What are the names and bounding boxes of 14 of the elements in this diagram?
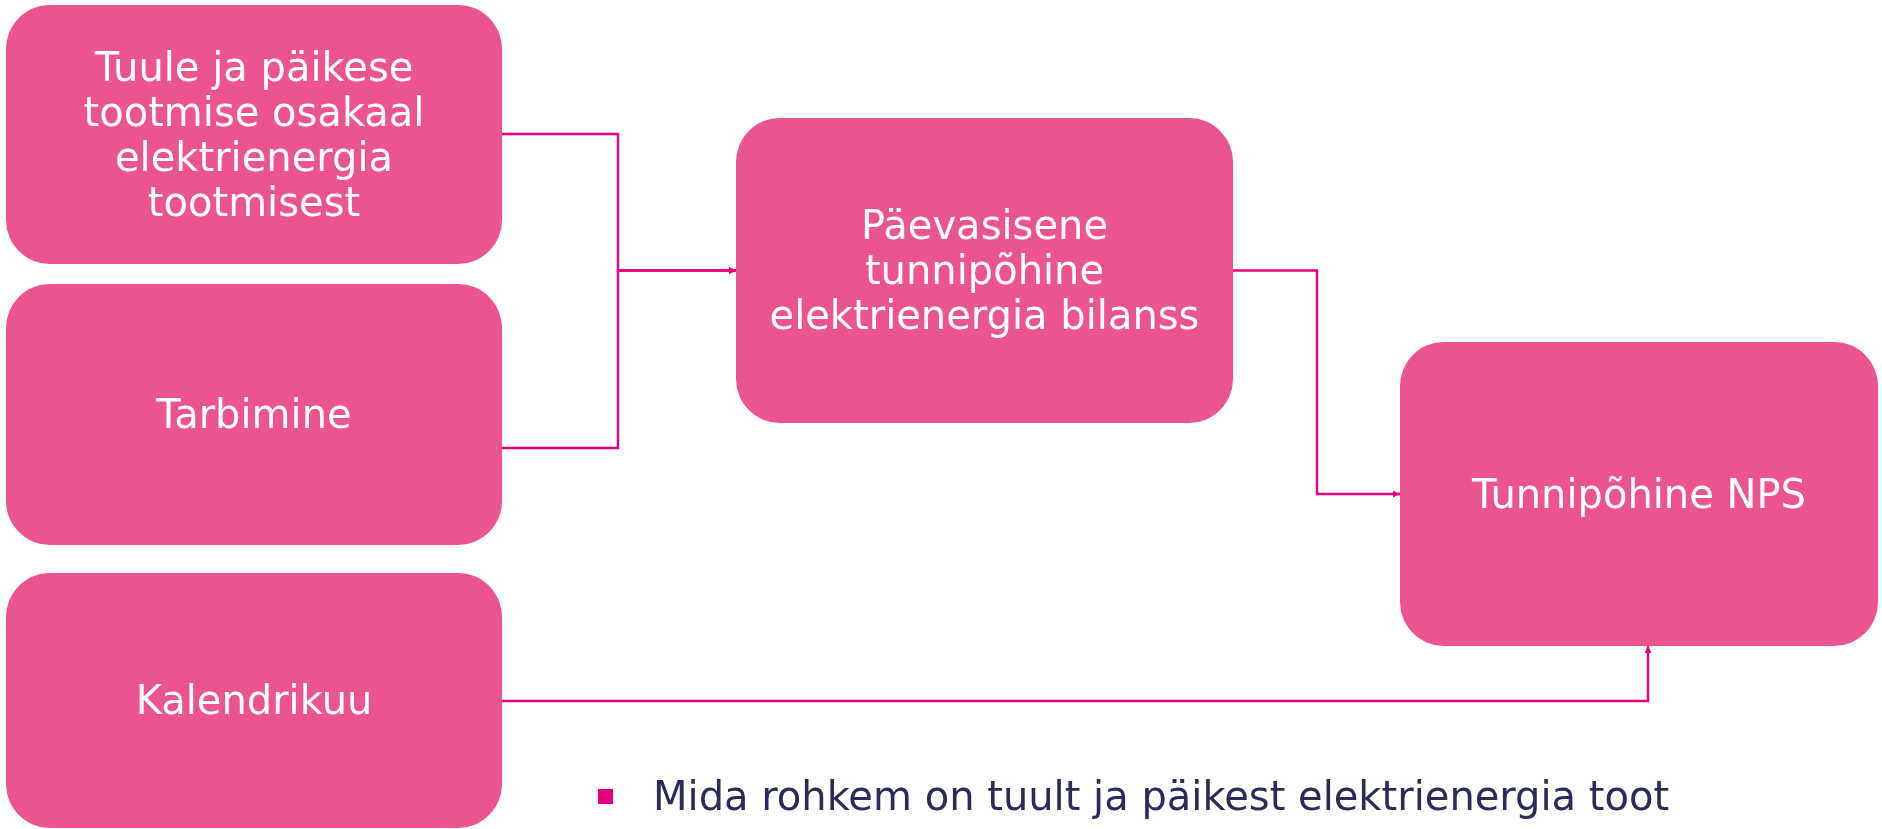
arrow [502, 267, 736, 450]
process-box [6, 573, 502, 828]
bullet-text: Mida rohkem on tuult ja päikest elektrienergia toot [653, 772, 1670, 820]
box-label: Tarbimine [156, 392, 352, 437]
box-label: Päevasisene tunnipõhine elektrienergia bilanss [768, 203, 1201, 338]
box-label: Tunnipõhine NPS [1472, 471, 1806, 517]
arrow [1233, 269, 1400, 498]
process-box [6, 5, 502, 264]
box-label: Kalendrikuu [135, 678, 373, 723]
process-box [1400, 342, 1878, 646]
arrow [502, 646, 1652, 703]
box-label: Tuule ja päikese tootmise osakaal elektrienergia tootmisest [82, 44, 426, 225]
process-box [6, 284, 502, 545]
process-box [736, 118, 1233, 423]
